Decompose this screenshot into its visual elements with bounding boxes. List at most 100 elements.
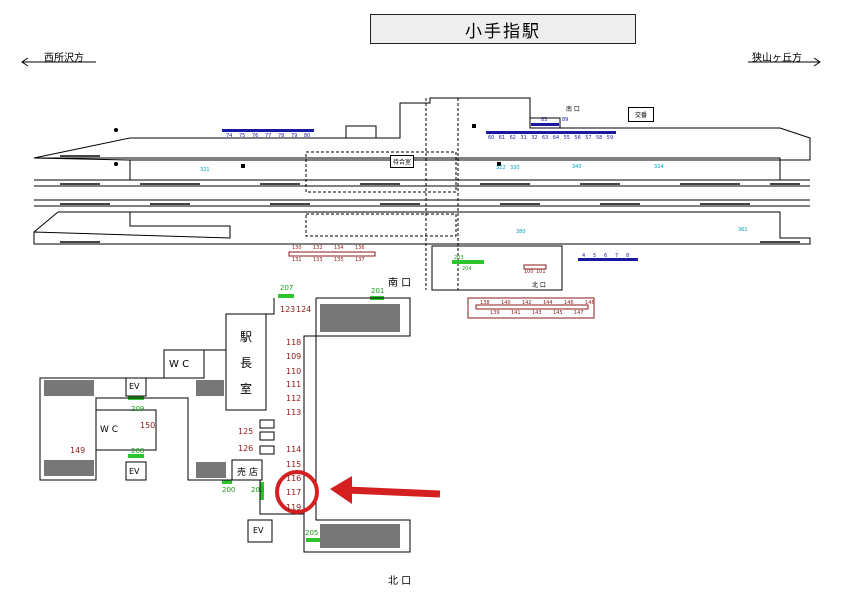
platform-area <box>33 97 811 291</box>
blue-77: 77 <box>265 133 272 139</box>
blue-lower-6: 6 <box>604 253 608 259</box>
wc-upper-label: W C <box>169 359 190 370</box>
door-116: 116 <box>286 474 302 483</box>
blue-61: 61 <box>498 135 506 141</box>
markers <box>114 124 501 168</box>
direction-right-label: 狭山ヶ丘方 <box>752 53 802 64</box>
blue-74: 74 <box>226 133 233 139</box>
ev-lower-label: EV <box>129 467 140 476</box>
blue-89: 89 <box>562 117 569 123</box>
door-135: 135 <box>334 257 344 263</box>
waiting-room-label: 待合室 <box>390 155 415 168</box>
south-exit-label: 南 口 <box>388 278 412 289</box>
blue-55: 55 <box>563 135 570 141</box>
door-144: 144 <box>543 300 553 306</box>
wc-left-label: W C <box>100 425 119 435</box>
ev-north-label: EV <box>253 526 264 535</box>
blue-62: 62 <box>509 135 516 141</box>
green-203: 203 <box>454 255 464 261</box>
station-title: 小手指駅 <box>370 14 636 44</box>
stationmaster-room-label: 駅長室 <box>239 330 252 396</box>
blue-32: 32 <box>531 135 538 141</box>
north-exit-label: 北 口 <box>388 576 412 587</box>
green-205: 205 <box>305 529 319 537</box>
cyan-330: 330 <box>510 165 520 171</box>
green-208: 208 <box>131 447 145 455</box>
door-109: 109 <box>286 352 302 361</box>
red-door-bars <box>288 251 595 319</box>
cyan-380: 380 <box>516 229 526 235</box>
cyan-321: 321 <box>200 167 210 173</box>
door-113: 113 <box>286 408 302 417</box>
door-132: 132 <box>313 245 323 251</box>
door-124: 124 <box>296 305 312 314</box>
green-209: 209 <box>131 405 145 413</box>
door-119: 119 <box>286 503 302 512</box>
door-134: 134 <box>334 245 344 251</box>
green-200: 200 <box>222 486 236 494</box>
door-100: 100 <box>524 269 534 275</box>
door-140: 140 <box>501 300 511 306</box>
direction-left-label: 西所沢方 <box>44 53 84 64</box>
door-146: 146 <box>564 300 574 306</box>
concourse <box>39 297 411 553</box>
green-bars <box>128 260 484 542</box>
blue-31: 31 <box>520 135 527 141</box>
cyan-340: 340 <box>572 164 582 170</box>
door-148: 148 <box>585 300 595 306</box>
cyan-322: 322 <box>496 165 506 171</box>
door-125: 125 <box>238 427 254 436</box>
direction-arrows <box>21 57 821 67</box>
door-138: 138 <box>480 300 490 306</box>
door-133: 133 <box>313 257 323 263</box>
stairs <box>44 304 400 548</box>
green-202: 202 <box>251 486 265 494</box>
blue-58: 58 <box>596 135 603 141</box>
blue-60: 60 <box>488 135 495 141</box>
blue-80: 80 <box>304 133 311 139</box>
blue-lower-8: 8 <box>626 253 630 259</box>
door-145: 145 <box>553 310 563 316</box>
blue-79: 79 <box>291 133 298 139</box>
door-123: 123 <box>280 305 296 314</box>
door-141: 141 <box>511 310 521 316</box>
blue-83: 83 <box>541 117 548 123</box>
highlight-117 <box>275 470 441 514</box>
blue-lower-7: 7 <box>615 253 619 259</box>
blue-76: 76 <box>252 133 259 139</box>
blue-lower-5: 5 <box>593 253 597 259</box>
door-149: 149 <box>70 446 86 455</box>
rail-hatch <box>60 155 800 243</box>
door-142: 142 <box>522 300 532 306</box>
door-131: 131 <box>292 257 302 263</box>
blue-64: 64 <box>552 135 560 141</box>
door-111: 111 <box>286 380 302 389</box>
door-143: 143 <box>532 310 542 316</box>
blue-59: 59 <box>606 135 614 141</box>
door-115: 115 <box>286 460 302 469</box>
cyan-361: 361 <box>738 227 748 233</box>
kiosk-label: 売 店 <box>237 468 258 478</box>
door-101: 101 <box>536 269 546 275</box>
door-137: 137 <box>355 257 365 263</box>
koban-label: 交番 <box>628 107 655 122</box>
door-139: 139 <box>490 310 500 316</box>
blue-57: 57 <box>585 135 592 141</box>
door-147: 147 <box>574 310 584 316</box>
door-117: 117 <box>286 488 302 497</box>
door-126: 126 <box>238 444 254 453</box>
blue-63: 63 <box>542 135 549 141</box>
blue-56: 56 <box>574 135 581 141</box>
north-exit-small: 北 口 <box>532 282 546 289</box>
blue-78: 78 <box>278 133 285 139</box>
green-204: 204 <box>462 266 472 272</box>
blue-lower-4: 4 <box>582 253 586 259</box>
cyan-324: 324 <box>654 164 664 170</box>
door-112: 112 <box>286 394 302 403</box>
door-150: 150 <box>140 421 156 430</box>
green-201: 201 <box>371 287 385 295</box>
blue-75: 75 <box>239 133 246 139</box>
blue-door-bars <box>222 123 638 261</box>
door-114: 114 <box>286 445 302 454</box>
